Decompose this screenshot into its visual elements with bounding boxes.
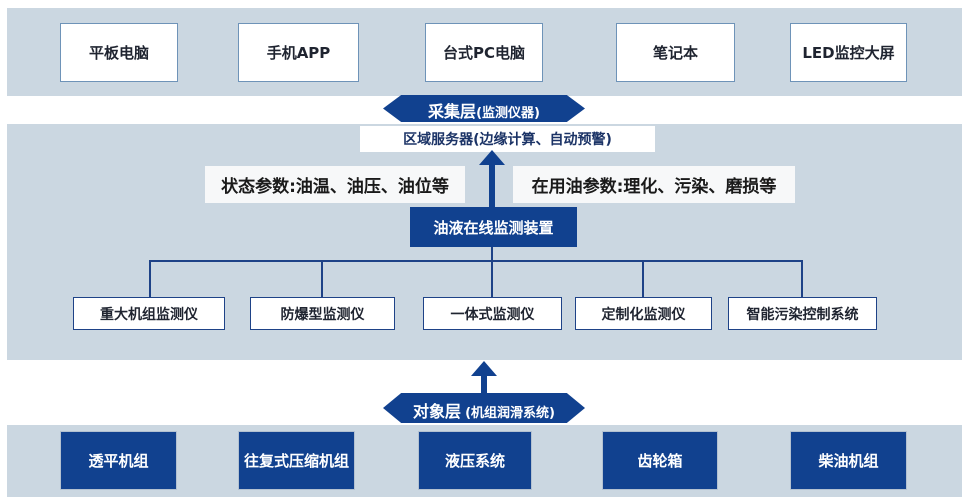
monitor-label: 智能污染控制系统 bbox=[746, 306, 859, 323]
connector-line bbox=[801, 260, 803, 297]
online-monitoring-device-box: 油液在线监测装置 bbox=[410, 207, 577, 247]
online-monitoring-device-label: 油液在线监测装置 bbox=[433, 218, 554, 237]
terminal-device-box: 台式PC电脑 bbox=[425, 23, 543, 82]
up-arrow-icon bbox=[479, 150, 505, 207]
object-layer-banner-subtitle: (机组润滑系统) bbox=[465, 406, 555, 421]
equipment-box: 透平机组 bbox=[60, 431, 177, 490]
terminal-device-label: LED监控大屏 bbox=[802, 44, 895, 62]
regional-server-label: 区域服务器(边缘计算、自动预警) bbox=[403, 132, 612, 148]
equipment-box: 往复式压缩机组 bbox=[238, 431, 355, 490]
terminal-device-label: 台式PC电脑 bbox=[442, 44, 525, 62]
connector-line bbox=[149, 260, 803, 262]
monitor-label: 防爆型监测仪 bbox=[280, 306, 365, 323]
equipment-box: 液压系统 bbox=[418, 431, 532, 490]
monitor-box: 重大机组监测仪 bbox=[73, 297, 225, 330]
arrow-shaft bbox=[481, 375, 487, 393]
object-layer-banner-title: 对象层 bbox=[413, 402, 462, 421]
monitor-box: 一体式监测仪 bbox=[423, 297, 562, 330]
connector-line bbox=[642, 260, 644, 297]
monitor-label: 定制化监测仪 bbox=[601, 306, 686, 323]
connector-line bbox=[491, 247, 493, 297]
arrow-head bbox=[471, 361, 497, 376]
monitor-label: 一体式监测仪 bbox=[450, 306, 535, 323]
equipment-label: 液压系统 bbox=[444, 452, 505, 470]
terminal-device-label: 平板电脑 bbox=[88, 44, 149, 62]
regional-server-box: 区域服务器(边缘计算、自动预警) bbox=[360, 126, 655, 152]
monitor-label: 重大机组监测仪 bbox=[100, 306, 198, 323]
status-params-label: 状态参数:油温、油压、油位等 bbox=[221, 177, 449, 197]
equipment-box: 柴油机组 bbox=[790, 431, 907, 490]
arrow-shaft bbox=[489, 164, 495, 207]
terminal-device-box: 手机APP bbox=[238, 23, 359, 82]
terminal-device-box: 笔记本 bbox=[616, 23, 735, 82]
object-layer-banner: 对象层(机组润滑系统) bbox=[383, 393, 585, 423]
connector-line bbox=[321, 260, 323, 297]
equipment-box: 齿轮箱 bbox=[602, 431, 718, 490]
equipment-label: 柴油机组 bbox=[818, 452, 879, 470]
arrow-head bbox=[479, 150, 505, 165]
status-params-label-box: 状态参数:油温、油压、油位等 bbox=[205, 166, 465, 203]
equipment-label: 透平机组 bbox=[88, 452, 149, 470]
monitor-box: 定制化监测仪 bbox=[575, 297, 712, 330]
oil-params-label: 在用油参数:理化、污染、磨损等 bbox=[531, 177, 777, 197]
terminal-device-label: 笔记本 bbox=[652, 44, 698, 62]
oil-params-label-box: 在用油参数:理化、污染、磨损等 bbox=[513, 166, 795, 203]
terminal-device-box: 平板电脑 bbox=[60, 23, 178, 82]
terminal-device-label: 手机APP bbox=[266, 44, 331, 62]
up-arrow-icon bbox=[471, 361, 497, 393]
connector-line bbox=[149, 260, 151, 297]
monitor-box: 智能污染控制系统 bbox=[728, 297, 877, 330]
collection-layer-banner: 采集层(监测仪器) bbox=[383, 95, 585, 122]
collection-layer-banner-subtitle: (监测仪器) bbox=[476, 106, 540, 121]
collection-layer-banner-title: 采集层 bbox=[428, 102, 477, 121]
equipment-label: 齿轮箱 bbox=[637, 452, 683, 470]
monitor-box: 防爆型监测仪 bbox=[250, 297, 395, 330]
terminal-device-box: LED监控大屏 bbox=[790, 23, 907, 82]
equipment-label: 往复式压缩机组 bbox=[243, 452, 349, 470]
